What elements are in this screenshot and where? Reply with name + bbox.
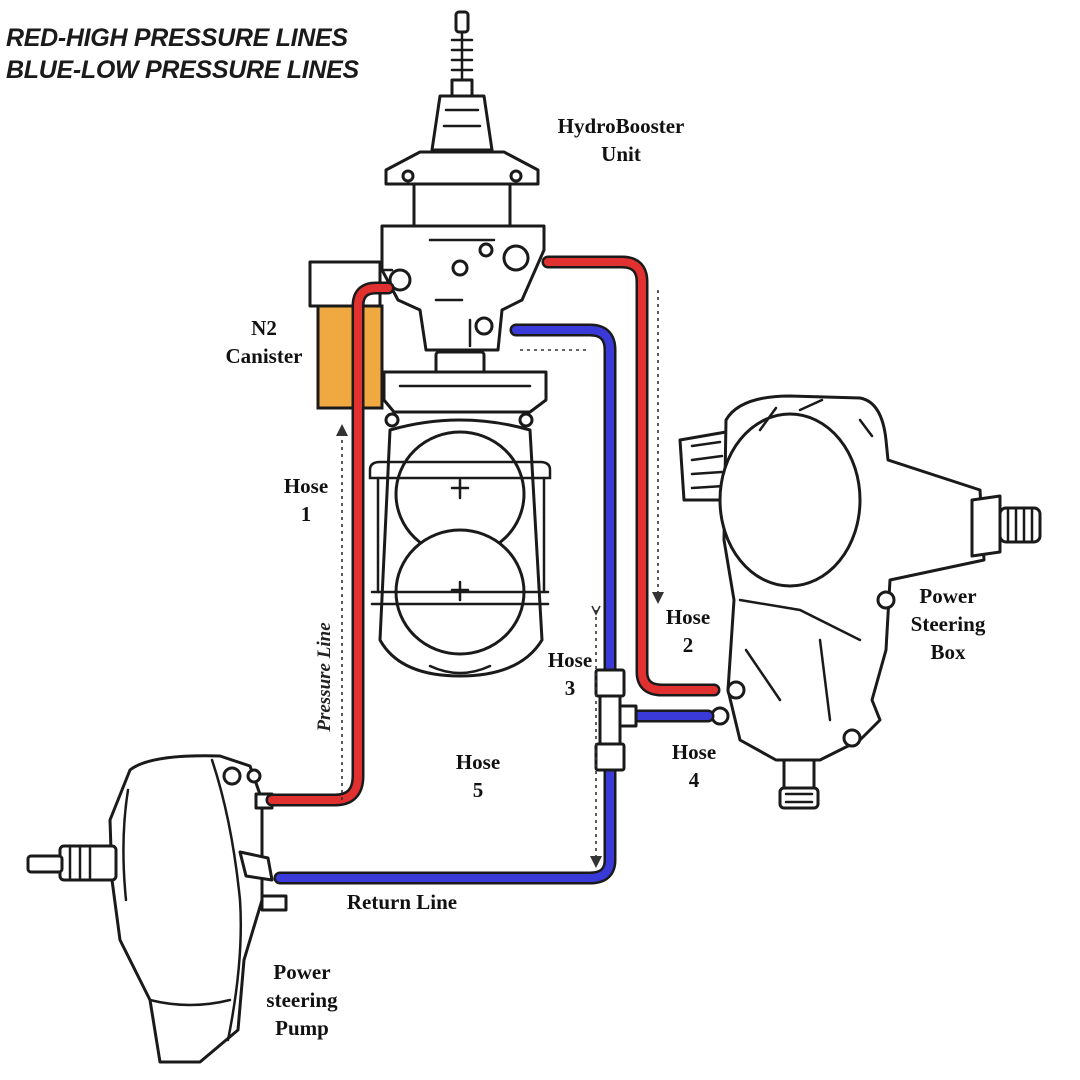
tee-body <box>598 694 622 746</box>
n2-canister <box>308 260 394 410</box>
label-hydrobooster-unit: HydroBooster Unit <box>557 114 685 166</box>
label-return-line: Return Line <box>346 890 458 914</box>
arrow-down-return <box>590 856 602 868</box>
tee-side <box>618 704 638 728</box>
arrow-down-2 <box>652 592 664 604</box>
label-hose-3: Hose 3 <box>547 648 593 700</box>
high-pressure-lines <box>265 255 721 807</box>
label-hose-5: Hose 5 <box>455 750 501 802</box>
label-hose-2: Hose 2 <box>665 605 711 657</box>
label-power-steering-box: Power Steering Box <box>910 584 986 664</box>
legend-high-pressure: RED-HIGH PRESSURE LINES <box>6 24 348 52</box>
power-steering-box <box>678 394 1042 810</box>
power-steering-pump <box>26 754 288 1064</box>
master-cylinder <box>368 418 552 678</box>
flow-arrows <box>336 290 664 868</box>
hydrobooster-unit <box>380 10 548 428</box>
low-pressure-lines <box>273 323 715 885</box>
label-pressure-line: Pressure Line <box>314 622 335 732</box>
arrow-up <box>336 424 348 436</box>
canister-body <box>316 304 384 410</box>
tee-bottom <box>594 742 626 772</box>
legend-low-pressure: BLUE-LOW PRESSURE LINES <box>6 56 359 84</box>
label-power-steering-pump: Power steering Pump <box>266 960 338 1040</box>
label-n2-canister: N2 Canister <box>225 316 303 368</box>
label-hose-4: Hose 4 <box>671 740 717 792</box>
label-hose-1: Hose 1 <box>283 474 329 526</box>
